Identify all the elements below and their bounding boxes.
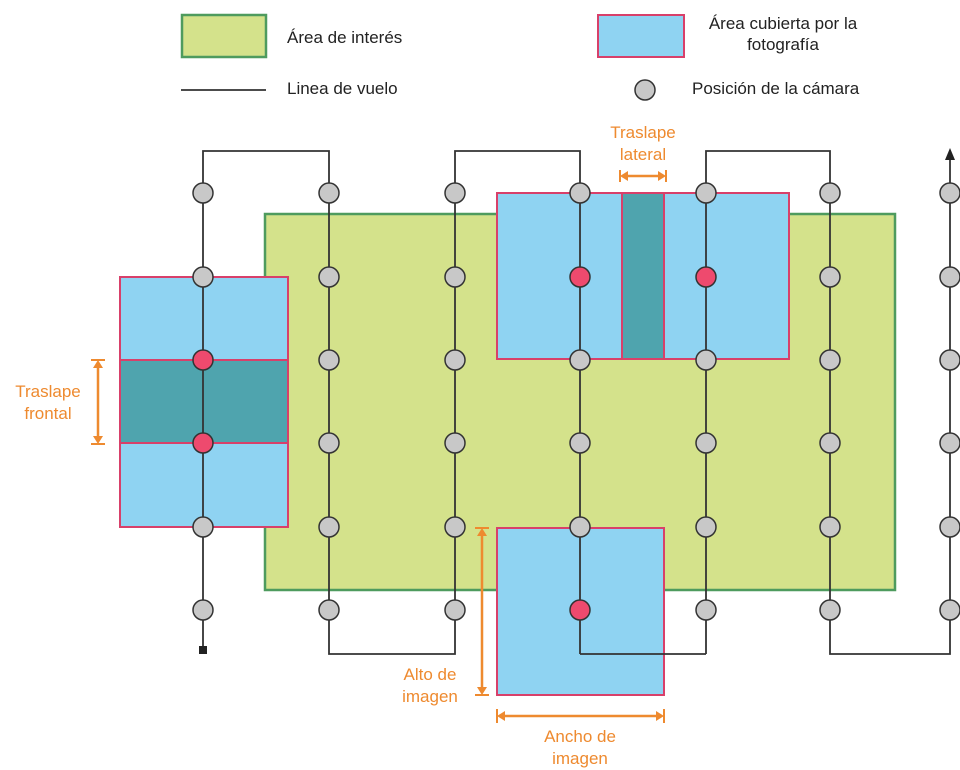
side-overlap-arrow-left-icon bbox=[620, 171, 628, 181]
flight-start-icon bbox=[199, 646, 207, 654]
legend-camera-icon bbox=[634, 79, 656, 101]
side-overlap-region bbox=[621, 192, 665, 360]
camera-position bbox=[695, 599, 717, 621]
camera-position bbox=[695, 349, 717, 371]
camera-position bbox=[939, 266, 960, 288]
camera-position bbox=[569, 432, 591, 454]
camera-position bbox=[819, 516, 841, 538]
photo-footprint-left bbox=[119, 276, 289, 528]
camera-position bbox=[939, 182, 960, 204]
camera-position bbox=[569, 182, 591, 204]
camera-position bbox=[318, 266, 340, 288]
front-overlap-arrow-bottom-icon bbox=[93, 436, 103, 444]
camera-position bbox=[444, 349, 466, 371]
camera-position bbox=[318, 516, 340, 538]
photo-footprint-top bbox=[496, 192, 790, 360]
camera-position bbox=[192, 516, 214, 538]
camera-position bbox=[939, 349, 960, 371]
camera-position bbox=[695, 516, 717, 538]
camera-position bbox=[444, 182, 466, 204]
camera-position-active bbox=[192, 432, 214, 454]
camera-position bbox=[444, 266, 466, 288]
camera-position bbox=[939, 516, 960, 538]
front-overlap-region bbox=[119, 359, 289, 444]
legend-area-interest-label: Área de interés bbox=[287, 28, 402, 47]
camera-position bbox=[444, 432, 466, 454]
image-width-label-2: imagen bbox=[552, 749, 608, 768]
camera-position bbox=[318, 432, 340, 454]
camera-position bbox=[318, 599, 340, 621]
camera-position bbox=[819, 599, 841, 621]
camera-position bbox=[819, 349, 841, 371]
side-overlap-arrow-right-icon bbox=[658, 171, 666, 181]
legend-camera-label: Posición de la cámara bbox=[692, 79, 860, 98]
camera-position bbox=[819, 266, 841, 288]
image-width-arrow-left-icon bbox=[497, 711, 505, 721]
camera-position bbox=[192, 599, 214, 621]
camera-position-active bbox=[695, 266, 717, 288]
camera-position bbox=[318, 182, 340, 204]
image-height-arrow-bottom-icon bbox=[477, 687, 487, 695]
camera-position bbox=[939, 599, 960, 621]
camera-position bbox=[819, 432, 841, 454]
camera-position bbox=[695, 432, 717, 454]
camera-position bbox=[569, 349, 591, 371]
side-overlap-label-2: lateral bbox=[620, 145, 666, 164]
camera-position bbox=[695, 182, 717, 204]
legend-photo-area-swatch bbox=[597, 14, 685, 58]
flight-end-arrow-icon bbox=[945, 148, 955, 160]
legend-flight-line-label: Linea de vuelo bbox=[287, 79, 398, 98]
camera-position bbox=[444, 599, 466, 621]
front-overlap-label-1: Traslape bbox=[15, 382, 81, 401]
legend-photo-area-label-2: fotografía bbox=[747, 35, 819, 54]
camera-position bbox=[569, 516, 591, 538]
camera-position-active bbox=[569, 599, 591, 621]
camera-position-active bbox=[192, 349, 214, 371]
camera-position bbox=[192, 182, 214, 204]
side-overlap-label-1: Traslape bbox=[610, 123, 676, 142]
legend-area-interest-swatch bbox=[180, 13, 268, 59]
image-height-label-1: Alto de bbox=[404, 665, 457, 684]
camera-position bbox=[819, 182, 841, 204]
image-height-arrow-top-icon bbox=[477, 528, 487, 536]
camera-position bbox=[939, 432, 960, 454]
image-width-label-1: Ancho de bbox=[544, 727, 616, 746]
camera-positions bbox=[192, 182, 960, 621]
camera-position bbox=[318, 349, 340, 371]
image-height-label-2: imagen bbox=[402, 687, 458, 706]
front-overlap-label-2: frontal bbox=[24, 404, 71, 423]
camera-position-active bbox=[569, 266, 591, 288]
flight-line bbox=[202, 150, 951, 655]
image-width-arrow-right-icon bbox=[656, 711, 664, 721]
front-overlap-arrow-top-icon bbox=[93, 360, 103, 368]
legend-photo-area-label-1: Área cubierta por la bbox=[709, 14, 858, 33]
camera-position bbox=[192, 266, 214, 288]
camera-position bbox=[444, 516, 466, 538]
